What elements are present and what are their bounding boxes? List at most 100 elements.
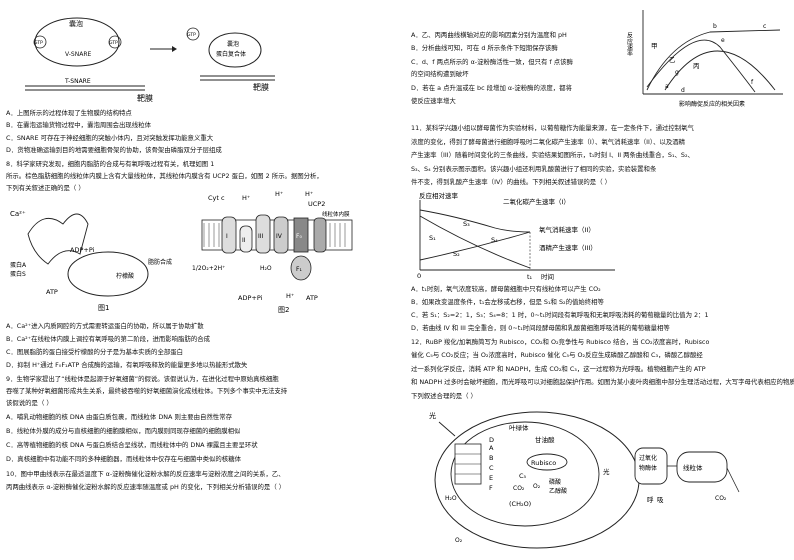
s3-label: S₃ — [463, 220, 470, 228]
text-line: B．分析曲线可知，可在 d 所示条件下短期保存该酶 — [411, 44, 558, 52]
text-line: 9．生物学家提出了“线粒体是起源于好氧细菌”的假说。该假说认为，在进化过程中原始… — [6, 375, 279, 383]
text-line: 丙两曲线表示 α-淀粉酶催化淀粉水解的反应速率随温度或 pH 的变化，下列相关分… — [6, 483, 286, 491]
target-membrane-label-right: 靶膜 — [253, 82, 269, 92]
gtp-bubble-right — [108, 35, 122, 49]
origin-label: 0 — [417, 272, 421, 280]
text-line: 下列叙述合理的是（ ） — [411, 392, 477, 400]
s1-label: S₁ — [429, 234, 436, 242]
svg-text:I: I — [226, 233, 228, 240]
curve-ethanol — [419, 215, 531, 269]
er-shape — [27, 213, 89, 265]
text-line: D．货物准确运输到目的地需要细胞骨架的协助，该骨架由磷脂双分子层组成 — [6, 146, 222, 154]
text-line: A．t₁时刻，氧气浓度较高，酵母菌细胞中只有线粒体可以产生 CO₂ — [411, 285, 601, 293]
letter-e: E — [489, 474, 493, 482]
svg-text:F₀: F₀ — [296, 233, 302, 240]
text-line: 吞噬了某种好氧细菌形成共生关系，最终被吞噬的好氧细菌演化成线粒体。下列多个事实中… — [6, 387, 288, 395]
snare-figure: 囊泡 V-SNARE GTP GTP T-SNARE 靶膜 囊泡 蛋白复合体 G… — [25, 17, 275, 103]
letter-f: F — [489, 484, 493, 492]
svg-text:GTP: GTP — [187, 32, 196, 38]
text-line: 11．某科学兴趣小组以酵母菌作为实验材料，以葡萄糖作为能量来源，在一定条件下，通… — [411, 124, 694, 132]
point-a: a — [665, 83, 669, 90]
rubisco-shape — [526, 453, 568, 471]
text-line: 8．科学家研究发现，细胞内脂肪的合成与有氧呼吸过程有关，机理如图 1 — [6, 160, 215, 168]
text-line: 过一系列化学反应，消耗 ATP 和 NADPH，生成 CO₂和 C₃，这一过程称… — [411, 365, 706, 373]
protein-s-label: 蛋白S — [10, 270, 26, 278]
light-label-right: 光 — [603, 467, 610, 476]
complex-label-2: 蛋白复合体 — [216, 50, 246, 58]
text-line: B．Ca²⁺在线粒体内膜上调控有氧呼吸的第二阶段，进而影响脂肪的合成 — [6, 335, 211, 343]
point-d: d — [681, 87, 685, 94]
gtp-label-left: GTP — [34, 40, 43, 46]
letter-a: A — [489, 444, 494, 452]
text-line: 产生速率（III）随着时间变化的三条曲线，实验结果如图所示，t₁时刻 I、II … — [411, 151, 694, 159]
text-line: A．上图所示的过程体现了生物膜的结构特点 — [6, 109, 132, 117]
complex-I — [221, 216, 237, 254]
rubisco-label: Rubisco — [531, 459, 556, 467]
point-f: f — [751, 79, 754, 86]
figure-2-caption: 图2 — [278, 306, 289, 314]
h-label-1: H⁺ — [242, 194, 250, 202]
x-axis-label: 影响酶促反应的相关因素 — [679, 100, 745, 108]
text-line: 件不变，得到乳酸产生速率（IV）的曲线。下列相关叙述错误的是（ ） — [411, 178, 612, 186]
text-line: B．线粒体外膜的成分与直核细胞的细胞膜相似，而内膜则同现存细菌的细胞膜相似 — [6, 427, 241, 435]
adp-label-2: ADP+Pi — [238, 294, 263, 302]
atp-label: ATP — [46, 288, 58, 296]
figure-1: Ca²⁺ 蛋白A 蛋白S ADP+Pi 脂肪合成 柠檬酸 ATP 图1 — [10, 210, 172, 312]
atp-synthase-f0 — [293, 217, 309, 253]
protein-a-label: 蛋白A — [10, 261, 27, 269]
h-label-3: H⁺ — [305, 190, 313, 198]
o2-bottom-label: O₂ — [455, 537, 463, 544]
svg-text:IV: IV — [276, 233, 283, 240]
ch2o-label: (CH₂O) — [509, 500, 531, 508]
membrane-lipids — [203, 223, 346, 247]
text-line: C．d、f 两点所示的 α-淀粉酶活性一致，但只有 f 点该酶 — [411, 58, 573, 66]
chloroplast-label: 叶绿体 — [509, 423, 529, 432]
respire-label: 呼 — [647, 495, 654, 504]
svg-text:F₁: F₁ — [296, 266, 302, 273]
text-line: 所示。棕色脂肪细胞的线粒体内膜上含有大量线粒体，其线粒体内膜含有 UCP2 蛋白… — [6, 172, 323, 180]
light-label-top: 光 — [429, 411, 436, 420]
point-c: c — [763, 23, 766, 30]
curve3-label: 酒精产生速率（III） — [539, 243, 597, 252]
chloroplast-outline — [450, 421, 600, 527]
vesicle-shape — [34, 17, 120, 67]
y-axis-label: 反应相对速率 — [419, 191, 459, 200]
respiration-rate-figure: 反应相对速率 二氧化碳产生速率（I） 氧气消耗速率（II） 酒精产生速率（III… — [417, 191, 615, 281]
co2-label: CO₂ — [513, 485, 525, 492]
text-line: D．真核细胞中有功能不同的多种细胞器，而线粒体中仅存在与细菌中类似的核糖体 — [6, 455, 241, 463]
vesicle-label: 囊泡 — [69, 19, 83, 28]
svg-text:III: III — [258, 233, 264, 240]
text-line: A．乙、丙两曲线横轴对应的影响因素分别为温度和 pH — [411, 31, 567, 39]
figure-2: Cyt c H⁺ H⁺ H⁺ UCP2 线粒体内膜 I II III IV F₀… — [192, 190, 353, 314]
curve-o2 — [419, 231, 531, 261]
citrate-label: 柠檬酸 — [116, 272, 134, 280]
t1-label: t₁ — [527, 273, 533, 281]
time-label: 时间 — [541, 272, 554, 281]
text-line: B．在囊泡运输货物过程中，囊泡周围会出现线粒体 — [6, 121, 151, 129]
label-yi: 乙 — [669, 56, 676, 64]
glycolate-label: 甘油酸 — [535, 435, 555, 444]
mitochondrion-shape — [67, 251, 149, 297]
gtp-label-right: GTP — [109, 40, 118, 46]
text-line: C．SNARE 可存在于神经细胞的突触小体内，且对突触发挥功能意义重大 — [6, 134, 214, 142]
point-g: g — [675, 69, 679, 76]
text-line: 该假说的是（ ） — [6, 399, 53, 407]
curve2-label: 氧气消耗速率（II） — [539, 225, 595, 234]
atp-label-2: ATP — [306, 294, 318, 302]
letter-b: B — [489, 454, 493, 462]
gtp-bubble-left — [33, 35, 47, 49]
curve-yi — [646, 39, 756, 93]
y-axis-label: 反应速率 — [626, 31, 633, 57]
text-line: A．Ca²⁺进入内质网腔的方式需要转运蛋白的协助，所以属于协助扩散 — [6, 322, 204, 330]
ucp2-label: UCP2 — [308, 200, 325, 208]
target-membrane-label-left: 靶膜 — [137, 93, 153, 103]
s4-label: S₄ — [491, 236, 498, 244]
h2o-label: H₂O — [260, 265, 272, 272]
curve1-label: 二氧化碳产生速率（I） — [503, 197, 570, 206]
text-line: 浓度的变化，得到了酵母菌进行细胞呼吸时二氧化碳产生速率（I）、氧气消耗速率（II… — [411, 138, 686, 146]
suck-label: 吸 — [657, 496, 664, 504]
figure-1-caption: 图1 — [98, 304, 109, 312]
svg-text:II: II — [242, 237, 246, 244]
text-line: 10．图中甲曲线表示在最适温度下 α-淀粉酶催化淀粉水解的反应速率与淀粉浓度之间… — [6, 470, 285, 478]
text-line: 的空间结构遭到破坏 — [411, 70, 469, 78]
